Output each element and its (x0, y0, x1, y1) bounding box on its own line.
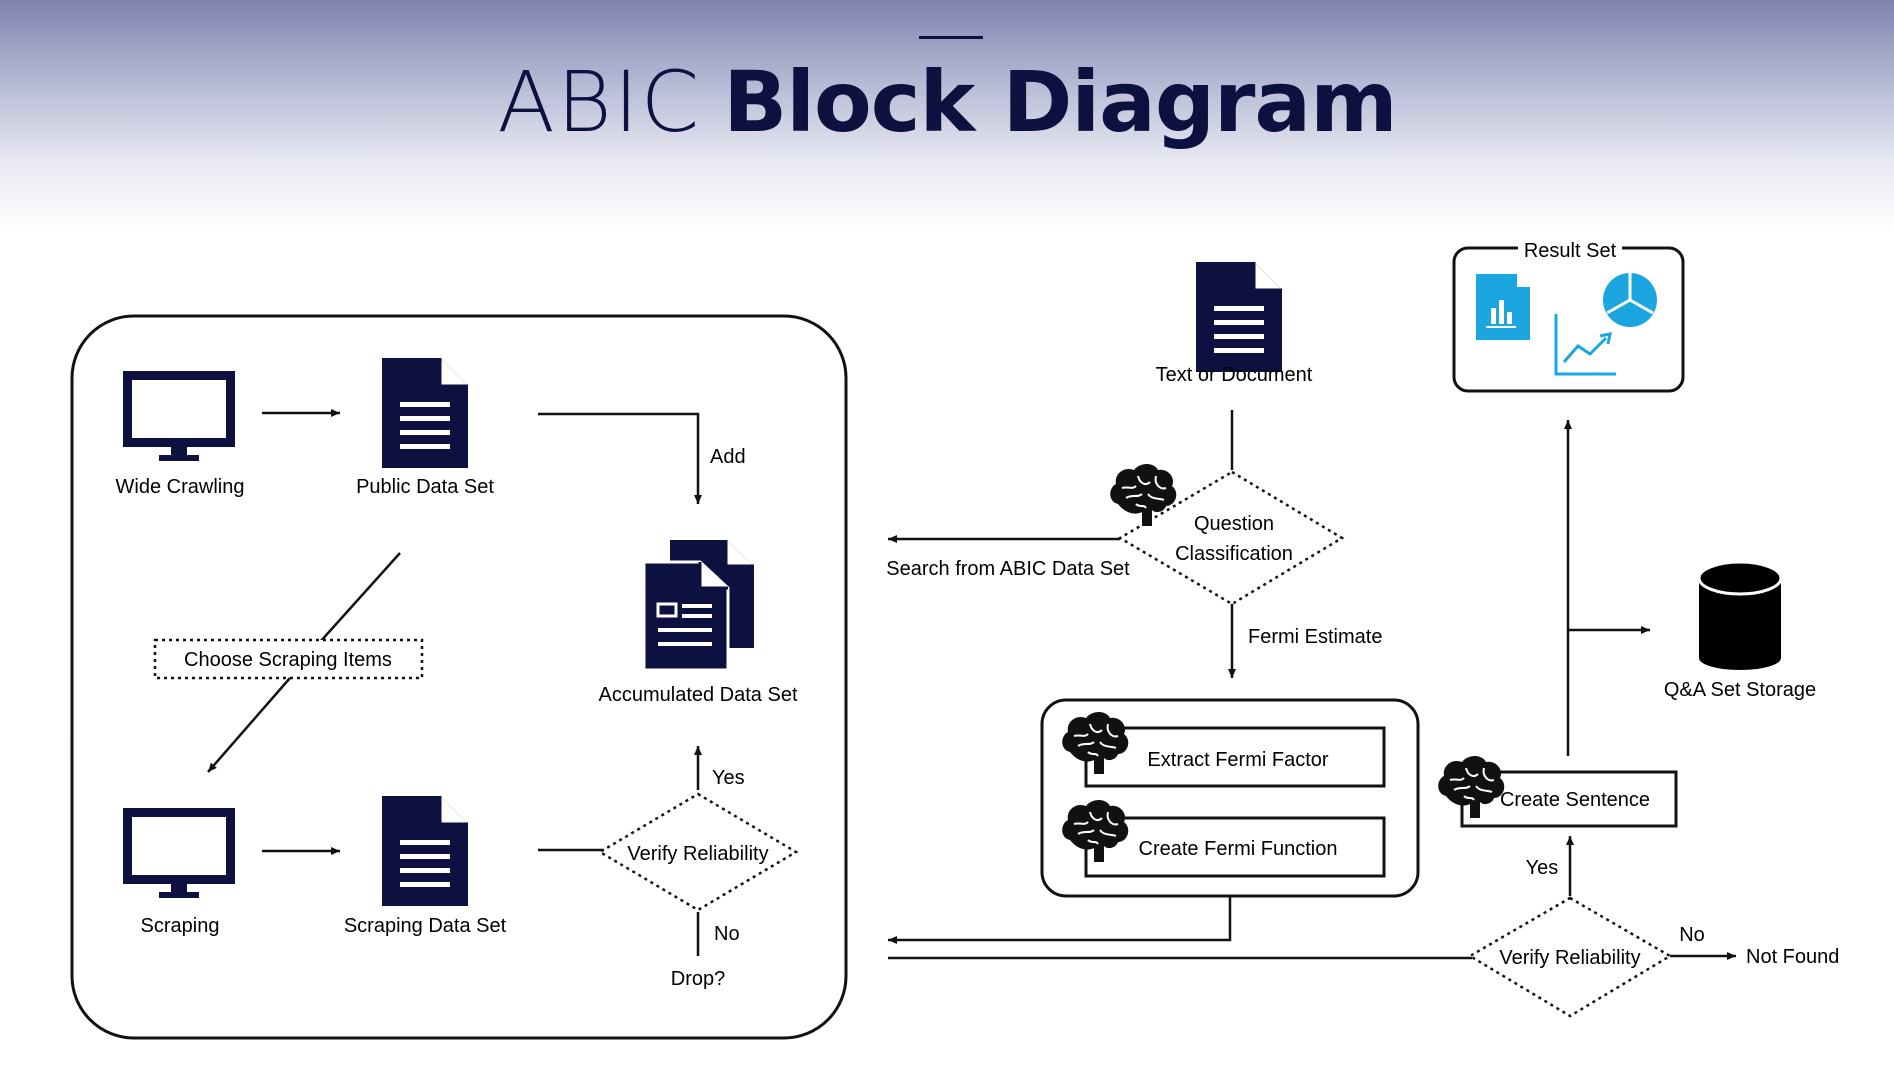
drop-label: Drop? (671, 968, 725, 990)
public-data-set-label: Public Data Set (356, 476, 494, 498)
extract-fermi-factor-box (1084, 726, 1386, 788)
verify-reliability-diamond (597, 792, 799, 912)
verify-reliability-right-label: Verify Reliability (1499, 947, 1640, 969)
abic-logo: ABIC (497, 53, 702, 151)
choose-scraping-items-box (153, 638, 424, 680)
arrow-public-to-accumulated (538, 412, 702, 504)
result-set-label: Result Set (1524, 240, 1617, 262)
create-fermi-function-label: Create Fermi Function (1139, 838, 1338, 860)
extract-fermi-factor-label: Extract Fermi Factor (1147, 749, 1328, 771)
scraping-data-set-label: Scraping Data Set (344, 915, 507, 937)
title-text: Block Diagram (723, 53, 1397, 151)
line-chart-icon (1554, 314, 1616, 376)
question-classification-line1: Question (1194, 513, 1274, 535)
left-panel-frame (70, 314, 848, 1040)
yes-label: Yes (712, 767, 745, 789)
result-set-label-bg (1518, 236, 1622, 260)
accumulated-data-set-label: Accumulated Data Set (599, 684, 798, 706)
question-classification-line2: Classification (1175, 543, 1293, 565)
create-sentence-box (1460, 770, 1678, 828)
document-icon (1194, 260, 1284, 374)
no-label: No (714, 923, 740, 945)
arrow-choose-to-scraping (207, 677, 291, 773)
documents-stack-icon (642, 540, 754, 672)
add-label: Add (710, 446, 746, 468)
qa-set-storage-label: Q&A Set Storage (1664, 679, 1816, 701)
fermi-estimate-label: Fermi Estimate (1248, 626, 1382, 648)
scraping-label: Scraping (141, 915, 220, 937)
choose-scraping-items-label: Choose Scraping Items (184, 649, 392, 671)
not-found-label: Not Found (1746, 946, 1839, 968)
pie-chart-icon (1603, 273, 1657, 327)
create-fermi-function-box (1084, 816, 1386, 878)
search-from-abic-label: Search from ABIC Data Set (886, 558, 1130, 580)
bar-chart-document-icon (1476, 274, 1530, 340)
document-icon (380, 794, 470, 908)
verify-reliability-label: Verify Reliability (627, 843, 768, 865)
document-icon (380, 356, 470, 470)
title-accent-bar (919, 36, 983, 39)
yes-right-label: Yes (1526, 857, 1559, 879)
database-icon (1697, 560, 1783, 670)
question-classification-diamond (1117, 470, 1345, 606)
monitor-icon (123, 808, 235, 898)
create-sentence-label: Create Sentence (1500, 789, 1650, 811)
text-or-document-label: Text or Document (1156, 364, 1313, 386)
verify-reliability-diamond-right (1467, 896, 1673, 1018)
monitor-icon (123, 371, 235, 461)
no-right-label: No (1679, 924, 1705, 946)
arrow-fermi-to-left (888, 896, 1232, 944)
wide-crawling-label: Wide Crawling (116, 476, 245, 498)
line-public-to-choose (319, 552, 401, 643)
